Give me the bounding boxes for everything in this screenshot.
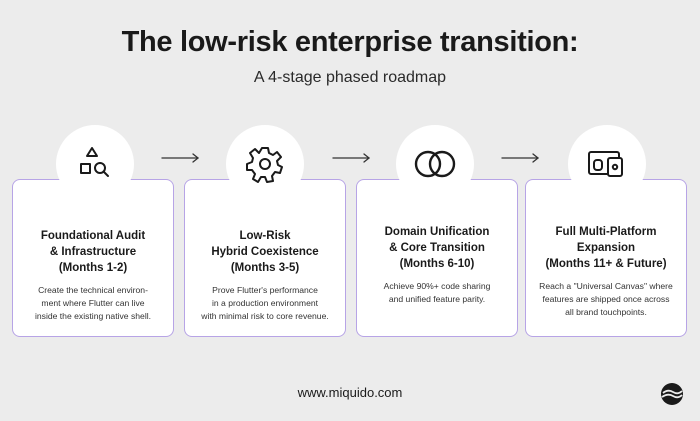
stage-heading-line: Foundational Audit [40, 230, 146, 242]
stage-description: Prove Flutter's performance in a product… [191, 284, 339, 323]
stage-card-1: Foundational Audit & Infrastructure (Mon… [12, 179, 174, 337]
stage-description: Reach a "Universal Canvas" where feature… [532, 280, 680, 319]
arrow-right-icon [332, 153, 371, 163]
stage-description-line: and unified feature parity. [388, 294, 486, 304]
stage-description-line: inside the existing native shell. [34, 311, 152, 321]
stage-heading-line: Hybrid Coexistence [211, 246, 319, 258]
stage-description-line: Create the technical environ- [38, 285, 148, 295]
stage-description-line: in a production environment [211, 298, 319, 308]
stage-heading-line: Domain Unification [384, 226, 490, 238]
stage-description-line: Achieve 90%+ code sharing [383, 281, 491, 291]
stage-heading-line: Expansion [576, 242, 636, 254]
stage-heading-line: Full Multi-Platform [555, 226, 657, 238]
stage-icon-circle-4 [568, 125, 646, 203]
stage-heading: Low-Risk Hybrid Coexistence (Months 3-5) [185, 228, 345, 276]
stage-icon-circle-1 [56, 125, 134, 203]
stage-heading-line: & Infrastructure [49, 246, 137, 258]
stage-description-line: ment where Flutter can live [41, 298, 145, 308]
stage-card-4: Full Multi-Platform Expansion (Months 11… [525, 179, 687, 337]
shapes-search-icon [80, 147, 109, 177]
miquido-logo-icon [661, 383, 683, 405]
stage-heading-line: (Months 6-10) [399, 258, 475, 270]
stage-heading: Domain Unification & Core Transition (Mo… [357, 224, 517, 272]
stage-heading-line: & Core Transition [389, 242, 485, 254]
stage-description: Achieve 90%+ code sharing and unified fe… [363, 280, 511, 306]
stage-description-line: features are shipped once across [542, 294, 670, 304]
stage-heading-line: Low-Risk [239, 230, 291, 242]
stage-description: Create the technical environ- ment where… [19, 284, 167, 323]
stage-card-3: Domain Unification & Core Transition (Mo… [356, 179, 518, 337]
stage-heading-line: (Months 1-2) [58, 262, 128, 274]
stage-description-line: Prove Flutter's performance [212, 285, 318, 295]
page-title: The low-risk enterprise transition: [121, 26, 579, 58]
stage-heading-line: (Months 3-5) [230, 262, 300, 274]
footer-url[interactable]: www.miquido.com [297, 385, 403, 400]
stage-heading: Full Multi-Platform Expansion (Months 11… [526, 224, 686, 272]
stage-icon-circle-2 [226, 125, 304, 203]
stage-heading: Foundational Audit & Infrastructure (Mon… [13, 228, 173, 276]
arrow-right-icon [161, 153, 200, 163]
stage-description-line: Reach a "Universal Canvas" where [539, 281, 673, 291]
arrow-right-icon [501, 153, 540, 163]
devices-icon [588, 151, 623, 177]
overlapping-circles-icon [414, 150, 456, 178]
stage-icon-circle-3 [396, 125, 474, 203]
stage-heading-line: (Months 11+ & Future) [545, 258, 667, 270]
stage-description-line: all brand touchpoints. [565, 307, 647, 317]
page-subtitle: A 4-stage phased roadmap [253, 69, 447, 86]
stage-description-line: with minimal risk to core revenue. [201, 311, 329, 321]
gear-icon [246, 147, 283, 183]
